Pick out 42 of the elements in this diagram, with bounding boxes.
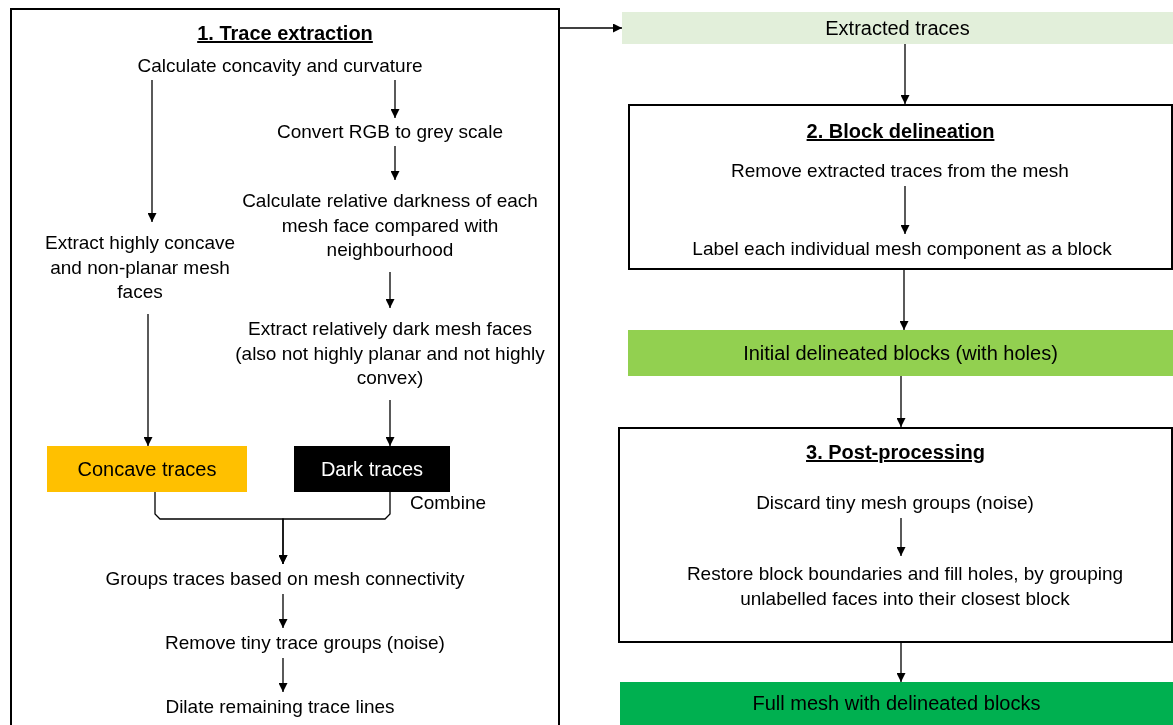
arrow: [385, 271, 395, 309]
result-box: [47, 446, 247, 492]
step-text: Remove tiny trace groups (noise): [120, 628, 490, 658]
step-text: Discard tiny mesh groups (noise): [630, 488, 1160, 518]
arrow: [559, 23, 623, 33]
stage-heading: 3. Post-processing: [805, 441, 986, 464]
arrow: [390, 79, 400, 119]
step-text: Restore block boundaries and fill holes, by grouping unlabelled faces into their closest block: [660, 556, 1150, 618]
stage-box: [618, 427, 1173, 643]
result-box: [620, 682, 1173, 725]
arrow: [385, 399, 395, 447]
arrow: [147, 79, 157, 223]
stage-box: [10, 8, 560, 725]
arrow: [896, 517, 906, 557]
arrow: [278, 593, 288, 629]
box-label: Concave traces: [77, 457, 217, 481]
step-text: Dilate remaining trace lines: [120, 692, 440, 722]
arrow: [278, 657, 288, 693]
box-label: Dark traces: [320, 457, 424, 481]
arrow: [278, 491, 391, 565]
note-text: Combine: [410, 492, 487, 514]
result-box: [628, 330, 1173, 376]
box-label: Extracted traces: [825, 16, 970, 40]
arrow: [896, 642, 906, 683]
arrow: [143, 313, 153, 447]
arrow: [899, 269, 909, 331]
arrow: [896, 375, 906, 428]
arrow: [900, 185, 910, 235]
step-text: Groups traces based on mesh connectivity: [50, 564, 520, 594]
stage-heading: 2. Block delineation: [805, 120, 996, 143]
step-text: Label each individual mesh component as a block: [632, 234, 1172, 264]
box-label: Full mesh with delineated blocks: [752, 692, 1041, 715]
result-box: [622, 12, 1173, 44]
stage-heading: 1. Trace extraction: [196, 22, 374, 45]
stage-box: [628, 104, 1173, 270]
step-text: Convert RGB to grey scale: [240, 118, 540, 146]
arrow: [900, 43, 910, 105]
box-label: Initial delineated blocks (with holes): [743, 341, 1058, 365]
result-box: [294, 446, 450, 492]
step-text: Calculate concavity and curvature: [80, 52, 480, 80]
step-text: Remove extracted traces from the mesh: [640, 156, 1160, 186]
arrow: [390, 145, 400, 181]
